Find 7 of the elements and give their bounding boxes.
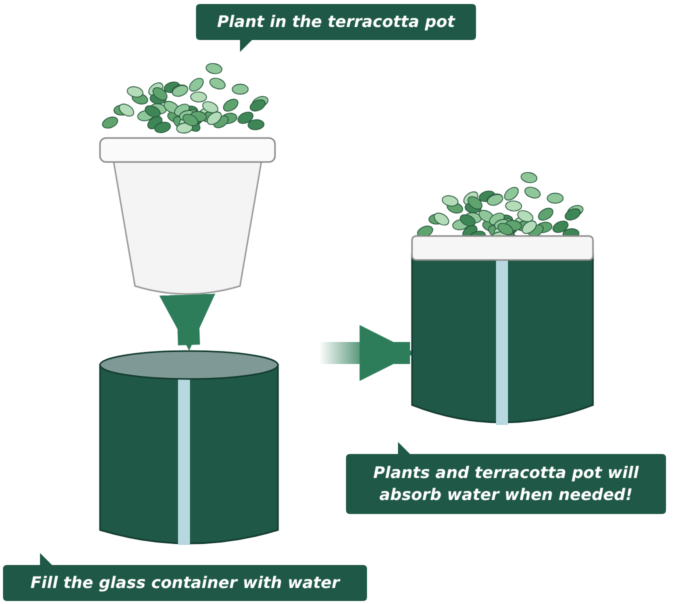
callout-text: Plant in the terracotta pot [216,11,456,33]
callout-text: Plants and terracotta pot will absorb water when needed! [372,462,640,506]
speech-bubble [3,553,367,601]
speech-bubble [196,4,476,52]
speech-bubble [346,442,666,514]
arrow [159,294,216,351]
callout-text: Fill the glass container with water [29,572,342,594]
